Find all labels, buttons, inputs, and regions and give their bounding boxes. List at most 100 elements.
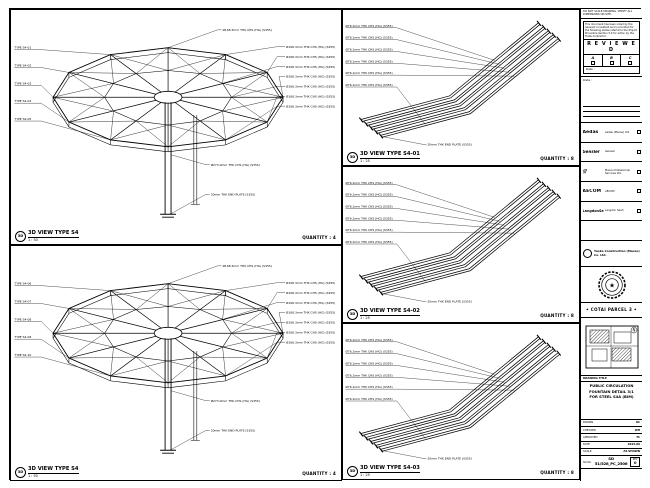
tube-assembly-drawing: Ø76.1mm THK CHS (HG) (S355) Ø76.1mm THK …	[345, 177, 562, 304]
pipe-label: Ø76.1mm THK CHS (HG) (S355)	[345, 372, 392, 377]
view-scale: 1 : 50	[28, 473, 38, 478]
pipe-label: Ø273.0mm THK CHS (HG) (S355)	[211, 162, 260, 167]
pipe-label: Ø168.3mm THK CHS (HG) (S355)	[286, 94, 335, 99]
pipe-label: Ø76.1mm THK CHS (HG) (S355)	[345, 227, 392, 232]
pipe-label: Ø76.1mm THK CHS (HG) (S355)	[345, 35, 392, 40]
firm-checkbox	[636, 130, 641, 135]
meta-key: DRAWN	[583, 420, 594, 425]
key-plan-drawing: N	[585, 325, 638, 368]
drawing-title-line: FOUNTAIN DETAIL 3/1	[589, 389, 634, 394]
pipe-label: Ø168.3mm THK CHS (HG) (S355)	[286, 300, 335, 305]
consultant-name: Gensler	[605, 150, 615, 154]
view-scale: 1 : 25	[360, 158, 370, 163]
meta-key: SCALE	[583, 449, 592, 454]
meta-value: WH	[634, 427, 640, 432]
drawing-number: SD 51/528_PC_2506	[594, 456, 628, 467]
rim-verticals	[52, 283, 284, 388]
view-scale: 1 : 50	[28, 237, 38, 242]
leader-lines	[345, 184, 515, 302]
view-name: 3D VIEW TYPE S4	[28, 229, 79, 238]
view-title: 3D 3D VIEW TYPE S4 1 : 50	[15, 466, 79, 478]
view-quantity: QUANTITY : 8	[540, 470, 574, 475]
secondary-drop	[190, 351, 200, 441]
revision-area: Data :	[581, 77, 642, 123]
pipe-label: Ø76.1mm THK CHS (HG) (S355)	[345, 203, 392, 208]
revision-label: REV	[632, 457, 638, 461]
pipe-label: 20mm THK END PLATE (S355)	[427, 143, 471, 147]
view-panel-s4-01: Ø76.1mm THK CHS (HG) (S355) Ø76.1mm THK …	[342, 9, 580, 166]
revision-box: REV 0	[630, 457, 640, 468]
consultant-row-empty	[581, 221, 642, 240]
type-label: TYPE S4-09	[13, 335, 31, 339]
consultant-name: Aedas (Macau) Ltd.	[605, 130, 631, 134]
canopy-3d-drawing: Ø168.3mm THK CHS (HG) (S355) Ø168.3mm TH…	[13, 263, 335, 454]
drawing-number-label: SD No.	[583, 460, 592, 464]
drawing-title-line: FOR STEEL S4A (BIM)	[589, 395, 634, 400]
view-scale: 1 : 25	[360, 472, 370, 477]
type-label: TYPE S4-03	[13, 81, 31, 85]
drawing-title-block: DRAWING TITLE PUBLIC CIRCULATION FOUNTAI…	[581, 376, 642, 420]
view-title: 3D 3D VIEW TYPE S4 1 : 50	[15, 229, 79, 242]
pipe-label: 20mm THK END PLATE (S355)	[427, 300, 471, 304]
tubes-core	[361, 337, 560, 452]
aecom-logo: AECOM	[582, 188, 602, 194]
pipe-label: Ø168.3mm THK CHS (HG) (S355)	[286, 290, 335, 295]
consultant-name: Macau Professional Services Ltd.	[605, 168, 630, 175]
pipe-label: Ø76.1mm THK CHS (HG) (S355)	[345, 180, 392, 185]
pipe-label: Ø168.3mm THK CHS (HG) (S355)	[286, 54, 335, 59]
view-quantity: QUANTITY : 8	[540, 313, 574, 318]
project-name: COTAI PARCEL 3	[590, 306, 633, 312]
meta-value: TC	[636, 434, 640, 439]
sheet-note: DO NOT SCALE DRAWING. VERIFY ALL DIMENSI…	[581, 9, 642, 19]
brace-members	[53, 283, 284, 383]
firm-checkbox	[636, 169, 641, 174]
consultant-row-gensler: Gensler Gensler	[581, 143, 642, 163]
option-a-checkbox	[590, 60, 595, 65]
pipe-label: Ø168.3mm THK CHS (HG) (S355)	[286, 64, 335, 69]
aedas-logo: Aedas	[582, 129, 599, 135]
pipe-label: 20mm THK END PLATE (S355)	[211, 193, 256, 197]
contractor-logo	[583, 249, 592, 258]
drawing-title-label: DRAWING TITLE	[581, 376, 642, 383]
mps-logo: ///	[582, 168, 587, 175]
contractor-block: Yaoka Construction (Macau) Co. Ltd.	[581, 241, 642, 267]
consultant-row-aedas: Aedas Aedas (Macau) Ltd.	[581, 123, 642, 143]
pipe-label: Ø76.1mm THK CHS (HG) (S355)	[345, 337, 392, 342]
reviewed-statement: This document has been noted by the rele…	[584, 23, 639, 40]
hub	[153, 326, 183, 340]
revision-rows	[583, 105, 640, 121]
leader-lines	[345, 27, 515, 145]
north-arrow: N	[632, 327, 635, 332]
title-block: DO NOT SCALE DRAWING. VERIFY ALL DIMENSI…	[580, 9, 642, 481]
consultants-block: Aedas Aedas (Macau) Ltd. Gensler Gensler…	[581, 123, 642, 241]
rim-verticals	[52, 47, 284, 152]
tube-assembly-drawing: Ø76.1mm THK CHS (HG) (S355) Ø76.1mm THK …	[345, 20, 562, 147]
pipe-label: Ø168.3mm THK CHS (HG) (S355)	[223, 27, 272, 32]
pipe-label: Ø168.3mm THK CHS (HG) (S355)	[286, 339, 335, 344]
pipe-label: Ø76.1mm THK CHS (HG) (S355)	[345, 215, 392, 220]
tubes-core	[361, 180, 560, 295]
end-caps	[358, 177, 562, 296]
reviewed-stamp: This document has been noted by the rele…	[581, 19, 642, 77]
pipe-label: Ø168.3mm THK CHS (HG) (S355)	[286, 74, 335, 79]
pipe-label: Ø273.0mm THK CHS (HG) (S355)	[211, 398, 260, 403]
consultant-row-aecom: AECOM AECOM	[581, 182, 642, 202]
pipe-label: Ø76.1mm THK CHS (HG) (S355)	[345, 396, 392, 401]
ornament-icon: ◆	[634, 308, 637, 312]
view-bubble: 3D	[15, 466, 26, 478]
pipe-label: Ø76.1mm THK CHS (HG) (S355)	[345, 239, 392, 244]
leader-lines	[345, 341, 515, 459]
tubes-core	[361, 23, 560, 138]
drawing-number-block: SD No. SD 51/528_PC_2506 REV 0	[581, 456, 642, 470]
leader-lines	[14, 29, 286, 215]
company-seal: ★	[597, 270, 626, 299]
pipe-label: Ø76.1mm THK CHS (HG) (S355)	[345, 360, 392, 365]
view-bubble: 3D	[347, 465, 358, 477]
end-caps	[358, 334, 562, 453]
